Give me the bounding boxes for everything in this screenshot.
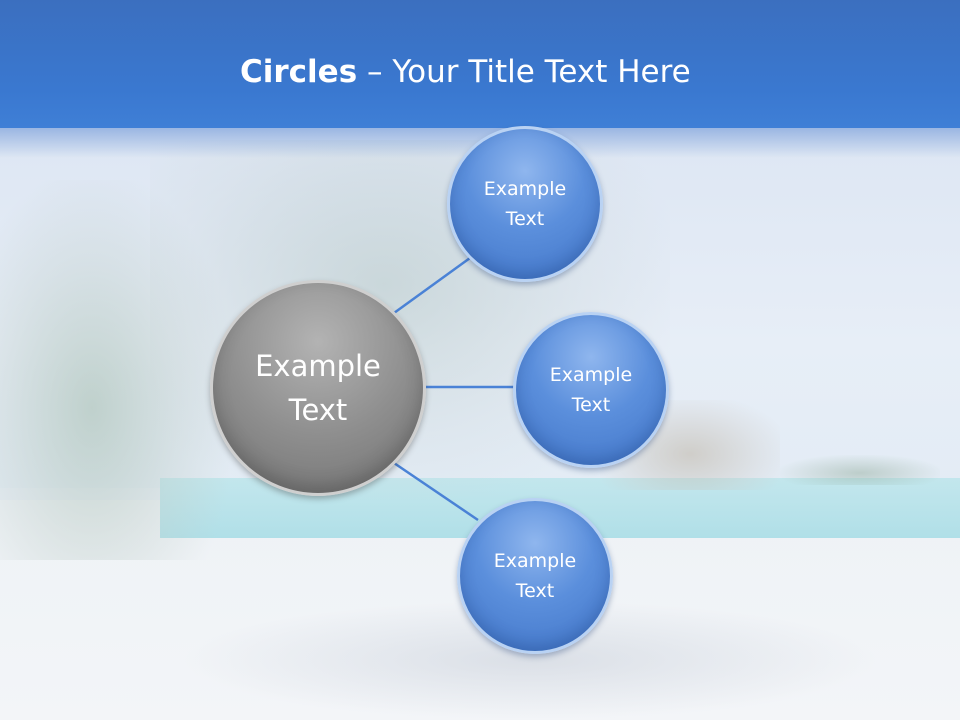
title-rest: – Your Title Text Here (357, 54, 691, 90)
connector-bottom (393, 461, 479, 522)
satellite-circle-middle[interactable]: Example Text (513, 312, 669, 468)
background-island (780, 455, 940, 485)
satellite-circle-top[interactable]: Example Text (447, 126, 603, 282)
satellite-circle-label: Example Text (549, 364, 633, 416)
background-trees (0, 180, 230, 560)
satellite-circle-bottom[interactable]: Example Text (457, 498, 613, 654)
connector-top (393, 256, 471, 315)
title-bar (0, 0, 960, 128)
title-bold-word: Circles (240, 54, 358, 90)
slide-title: Circles – Your Title Text Here (240, 54, 691, 90)
satellite-circle-label: Example Text (493, 550, 577, 602)
center-circle[interactable]: Example Text (210, 280, 426, 496)
satellite-circle-label: Example Text (483, 178, 567, 230)
center-circle-label: Example Text (255, 349, 381, 427)
